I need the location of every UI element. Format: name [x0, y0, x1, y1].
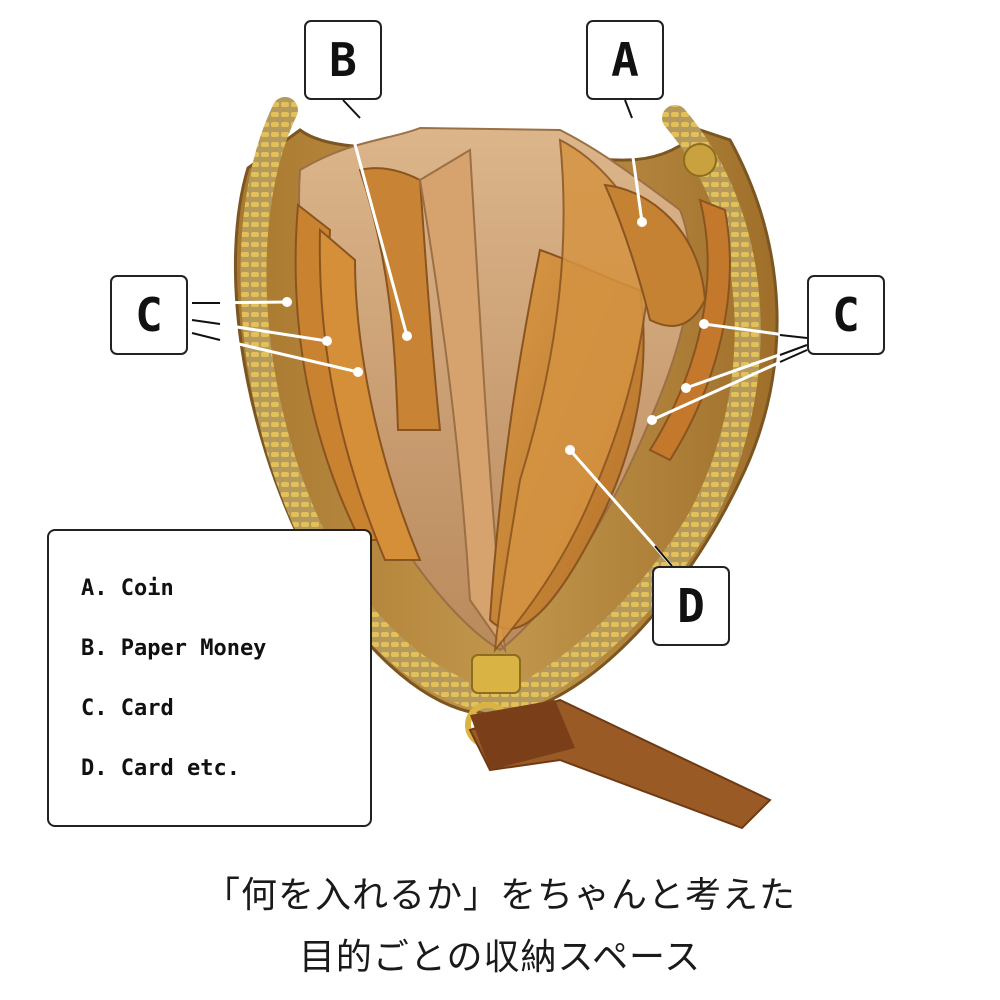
- coin-pocket: [603, 183, 707, 327]
- leather-tab-knot: [470, 700, 575, 770]
- legend-box: A. Coin B. Paper Money C. Card D. Card e…: [47, 529, 372, 827]
- legend-item-card: C. Card: [81, 696, 174, 721]
- callout-label-d: D: [652, 566, 730, 646]
- legend-item-card-etc: D. Card etc.: [81, 756, 240, 781]
- legend-item-paper-money: B. Paper Money: [81, 636, 267, 661]
- leader-dots: [282, 217, 709, 455]
- divider-center: [418, 148, 507, 654]
- caption-line-2: 目的ごとの収納スペース: [298, 937, 702, 978]
- callout-label-c-right: C: [807, 275, 885, 355]
- legend-item-coin: A. Coin: [81, 576, 174, 601]
- callout-label-c-left: C: [110, 275, 188, 355]
- card-slot-right-1: [648, 198, 731, 462]
- zipper-right: [492, 105, 761, 718]
- zipper-left: [240, 97, 503, 713]
- card-slot-left-2: [318, 227, 422, 561]
- callout-label-a: A: [586, 20, 664, 100]
- callout-label-b: B: [304, 20, 382, 100]
- leader-line-shadows: [191, 99, 808, 567]
- snap-button: [683, 143, 717, 177]
- caption-line-1: 「何を入れるか」をちゃんと考えた: [203, 875, 796, 916]
- zipper-pull: [471, 654, 521, 694]
